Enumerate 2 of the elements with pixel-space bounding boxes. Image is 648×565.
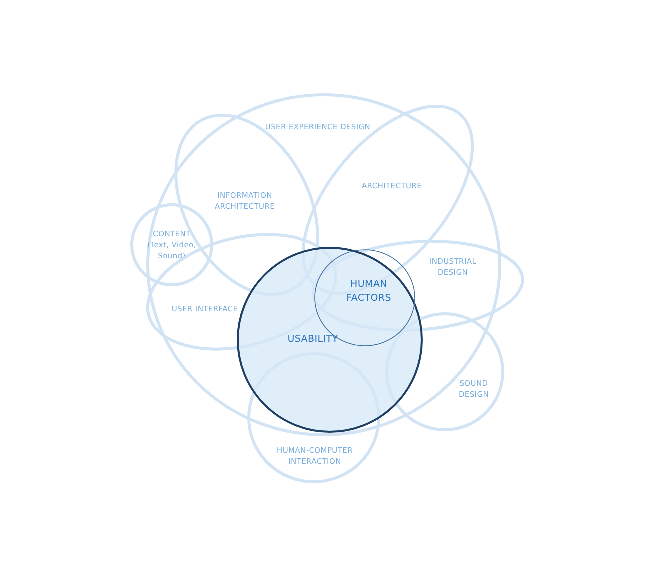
region-label: HUMAN FACTORS <box>346 278 392 306</box>
region-label: USABILITY <box>286 333 340 347</box>
